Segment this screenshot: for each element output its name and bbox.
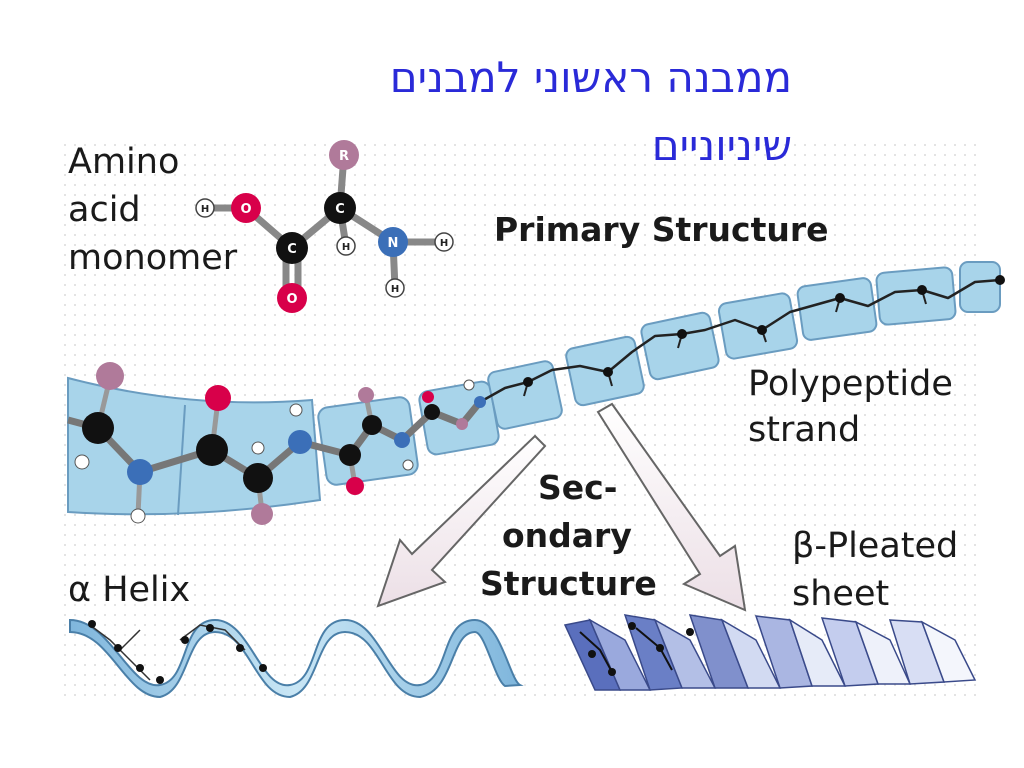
svg-text:H: H: [342, 242, 350, 253]
hydrogen-atom: [195, 198, 215, 218]
carbonyl-oxygen-atom: [277, 283, 307, 313]
amino-acid-label-line3: monomer: [68, 238, 238, 278]
beta-sheet-label-line1: β-Pleated: [792, 526, 959, 566]
nitrogen-atom: [378, 227, 408, 257]
r-group-atom: [329, 140, 359, 170]
slide-title-line1: ממבנה ראשוני למבנים: [389, 53, 792, 102]
slide-title-line2: שיניוניים: [651, 121, 792, 170]
alpha-helix-label: α Helix: [68, 570, 191, 610]
svg-text:N: N: [388, 236, 399, 251]
secondary-structure-label-line2: ondary: [502, 516, 632, 555]
hydrogen-atom: [434, 232, 454, 252]
svg-text:O: O: [240, 202, 251, 217]
hydroxyl-oxygen-atom: [231, 193, 261, 223]
polypeptide-label-line2: strand: [748, 410, 861, 450]
polypeptide-strand: [67, 261, 1005, 525]
secondary-structure-label-line1: Sec-: [538, 468, 618, 507]
beta-sheet-label-line2: sheet: [792, 574, 890, 614]
carboxyl-carbon-atom: [276, 232, 308, 264]
svg-text:H: H: [391, 284, 399, 295]
polypeptide-label-line1: Polypeptide: [748, 364, 953, 404]
svg-text:H: H: [201, 204, 209, 215]
alpha-helix-ribbon: [69, 618, 524, 699]
primary-structure-label: Primary Structure: [494, 210, 829, 249]
svg-text:R: R: [339, 149, 349, 164]
svg-text:C: C: [335, 202, 345, 217]
amino-acid-molecule: R C H O C O H N H H: [195, 140, 454, 313]
secondary-structure-label-line3: Structure: [480, 564, 657, 603]
amino-acid-label-line1: Amino: [68, 142, 180, 182]
hydrogen-atom: [336, 236, 356, 256]
amino-acid-label-line2: acid: [68, 190, 141, 230]
beta-pleated-sheet: [563, 614, 977, 691]
alpha-carbon-atom: [324, 192, 356, 224]
svg-text:C: C: [287, 242, 297, 257]
svg-text:H: H: [440, 238, 448, 249]
arrow-to-helix: [376, 434, 547, 608]
hydrogen-atom: [385, 278, 405, 298]
arrow-to-sheet: [596, 402, 747, 612]
svg-text:O: O: [286, 292, 297, 307]
